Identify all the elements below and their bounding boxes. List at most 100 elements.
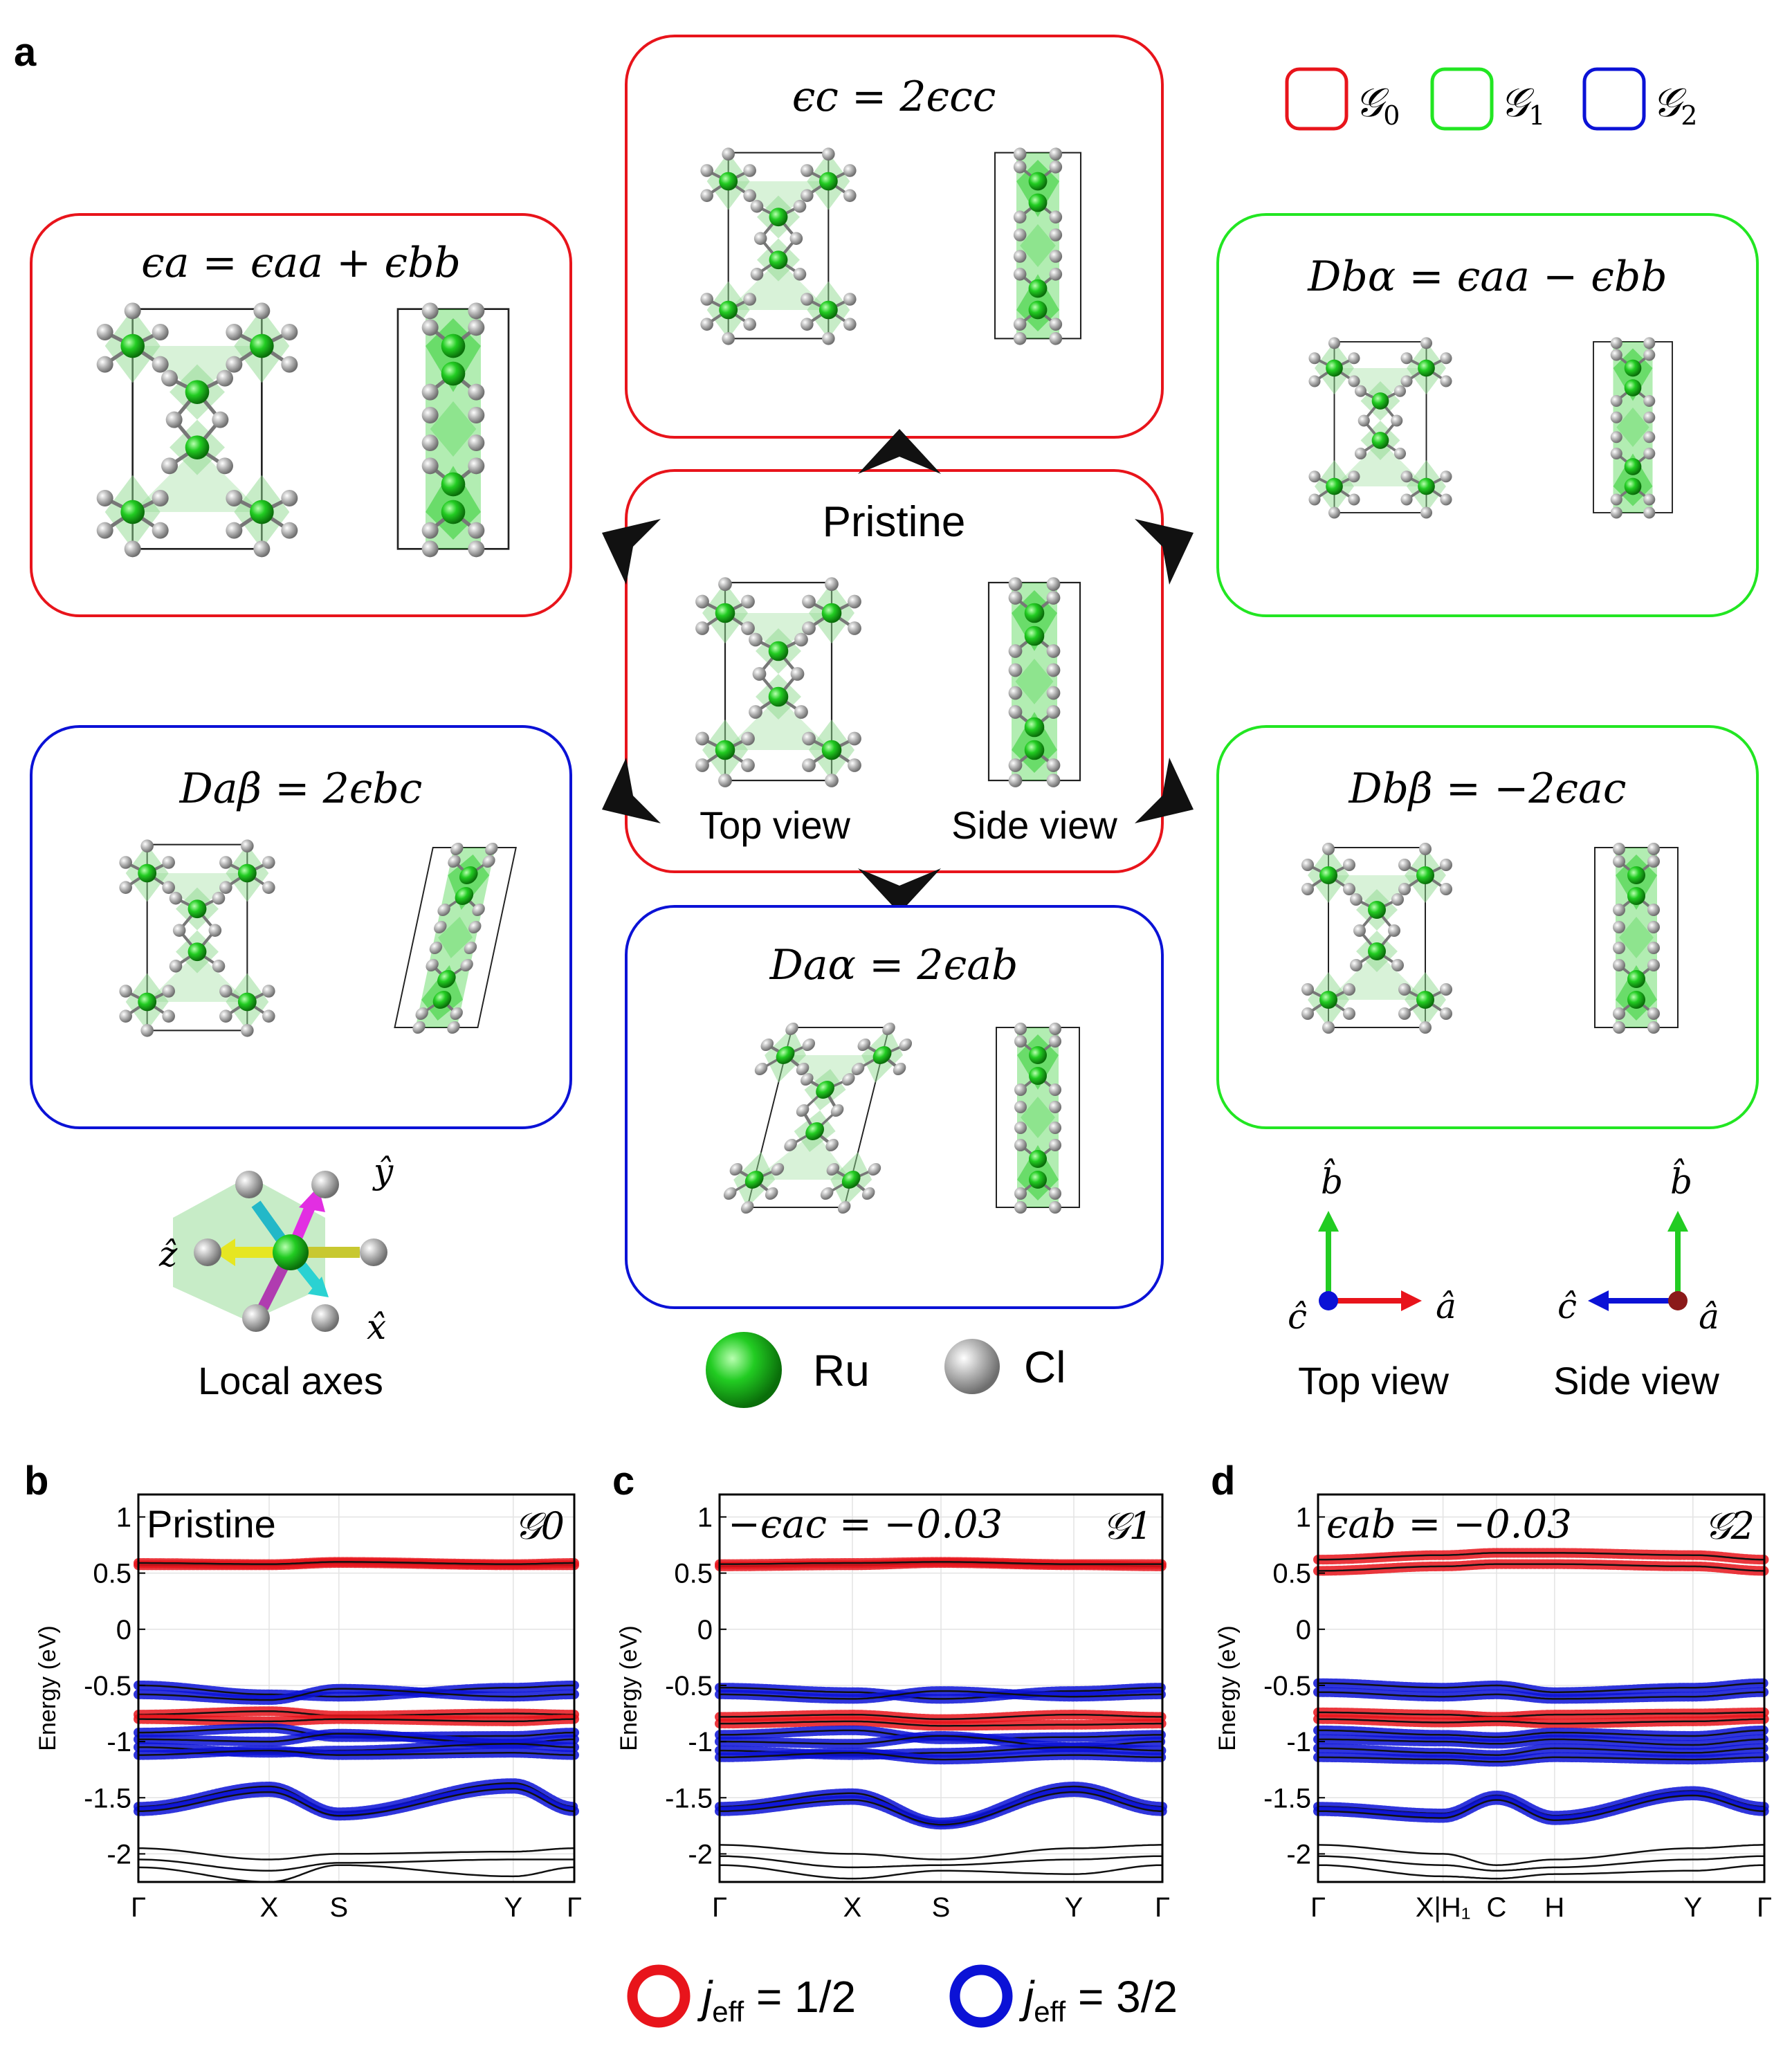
group-legend-swatch-g0 [1285, 67, 1348, 131]
k-point-label: Y [1683, 1892, 1702, 1923]
transformation-arrows [602, 429, 1194, 913]
k-point-label: X|H₁ [1416, 1892, 1470, 1923]
band-line [138, 1858, 574, 1872]
chart-group-label: 𝒢1 [1102, 1504, 1153, 1548]
y-tick-label: -2 [688, 1839, 713, 1870]
band-line [138, 1864, 574, 1883]
k-point-label: H [1544, 1892, 1564, 1923]
band-line [1318, 1552, 1764, 1561]
y-tick-label: -1 [1286, 1727, 1311, 1757]
band-line [1317, 1718, 1764, 1725]
y-tick-label: -1.5 [1263, 1783, 1311, 1813]
chart-annotation: ϵab = −0.03 [1326, 1502, 1572, 1547]
panel-label-b: b [24, 1459, 48, 1503]
legend-jeff-half-label: jeff = 1/2 [697, 1972, 856, 2028]
band-line [720, 1720, 1162, 1727]
title-epsilon-c: ϵc = 2ϵcc [792, 73, 996, 121]
k-point-label: Y [504, 1892, 522, 1923]
band-line [1317, 1844, 1764, 1866]
y-tick-label: 0.5 [674, 1559, 713, 1589]
y-tick-label: 0.5 [93, 1559, 131, 1589]
k-point-label: Y [1065, 1892, 1084, 1923]
band-line [720, 1864, 1162, 1880]
k-point-label: Γ [1155, 1892, 1170, 1923]
band-line [720, 1686, 1162, 1700]
group-legend-label-g2: 𝒢2 [1652, 79, 1697, 131]
box-d-a-alpha: Daα = 2ϵab [625, 905, 1164, 1309]
k-point-label: Γ [712, 1892, 727, 1923]
band-line [138, 1749, 574, 1756]
group-legend-swatch-g2 [1582, 67, 1646, 131]
local-z-label: ẑ [158, 1234, 178, 1274]
band-jhalf-projection [1313, 1548, 1769, 1565]
cl-atom-icon [944, 1339, 1000, 1394]
atom-legend: Ru Cl [706, 1332, 1066, 1408]
title-pristine: Pristine [823, 498, 966, 546]
k-point-label: S [329, 1892, 348, 1923]
band-line [1318, 1563, 1764, 1572]
band-line [1318, 1756, 1764, 1763]
k-point-label: X [260, 1892, 279, 1923]
ru-label: Ru [813, 1346, 870, 1396]
y-tick-label: 0.5 [1272, 1559, 1311, 1589]
lattice-frame-side: b̂ ĉ â Side view [1553, 1158, 1719, 1402]
band-line [138, 1684, 575, 1698]
y-tick-label: 0 [697, 1615, 713, 1645]
k-point-label: Γ [131, 1892, 146, 1923]
y-tick-label: -1 [688, 1727, 713, 1757]
group-legend: 𝒢0 𝒢1 𝒢2 [1285, 67, 1697, 131]
label-top-view: Top view [700, 803, 850, 847]
side-frame-c: ĉ [1557, 1286, 1577, 1326]
band-line [138, 1847, 574, 1861]
title-d-b-alpha: Dbα = ϵaa − ϵbb [1307, 253, 1667, 301]
y-tick-label: 0 [1296, 1615, 1311, 1645]
chart-group-label: 𝒢2 [1704, 1504, 1755, 1548]
band-line [720, 1690, 1162, 1700]
y-tick-label: -0.5 [1263, 1671, 1311, 1701]
title-epsilon-a: ϵa = ϵaa + ϵbb [141, 239, 461, 287]
band-line [138, 1718, 574, 1723]
box-epsilon-c: ϵc = 2ϵcc [625, 35, 1164, 439]
band-line [138, 1688, 574, 1701]
k-point-label: Γ [567, 1892, 582, 1923]
y-tick-label: -0.5 [84, 1671, 131, 1701]
band-legend: jeff = 1/2 jeff = 3/2 [627, 1964, 1178, 2028]
band-line [138, 1561, 574, 1565]
top-frame-c: ĉ [1288, 1297, 1307, 1337]
title-d-a-beta: Daβ = 2ϵbc [179, 765, 423, 813]
arrow-up [858, 429, 941, 474]
y-axis-label: Energy (eV) [616, 1625, 642, 1750]
chart-annotation: Pristine [147, 1502, 276, 1546]
side-frame-label: Side view [1553, 1359, 1719, 1402]
y-axis-label: Energy (eV) [35, 1625, 61, 1750]
k-point-label: Γ [1757, 1892, 1772, 1923]
y-tick-label: -2 [107, 1839, 131, 1870]
arrow-upper-left [602, 519, 661, 585]
band-line [720, 1752, 1162, 1761]
y-tick-label: -1.5 [665, 1783, 713, 1813]
k-point-label: Γ [1310, 1892, 1326, 1923]
band-line [1318, 1738, 1764, 1746]
box-epsilon-a: ϵa = ϵaa + ϵbb [30, 213, 572, 617]
title-d-b-beta: Dbβ = −2ϵac [1348, 765, 1626, 813]
box-pristine: Pristine Top view Side view [625, 469, 1164, 873]
group-legend-swatch-g1 [1430, 67, 1494, 131]
arrow-upper-right [1135, 519, 1194, 585]
lattice-frame-top: b̂ ĉ â Top view [1288, 1158, 1456, 1402]
group-legend-label-g1: 𝒢1 [1500, 79, 1545, 131]
chart-annotation: −ϵac = −0.03 [728, 1502, 1003, 1547]
y-tick-label: -1 [107, 1727, 131, 1757]
legend-jeff-threehalf-label: jeff = 3/2 [1018, 1972, 1178, 2028]
y-tick-label: -0.5 [665, 1671, 713, 1701]
local-axes-label: Local axes [198, 1359, 383, 1402]
box-d-a-beta: Daβ = 2ϵbc [30, 725, 572, 1129]
band-line [720, 1791, 1162, 1826]
band-jhalf-projection [1313, 1559, 1769, 1576]
legend-jeff-half-marker [627, 1964, 691, 2028]
panel-label-c: c [612, 1459, 634, 1503]
top-frame-label: Top view [1298, 1359, 1449, 1402]
k-point-label: S [932, 1892, 951, 1923]
